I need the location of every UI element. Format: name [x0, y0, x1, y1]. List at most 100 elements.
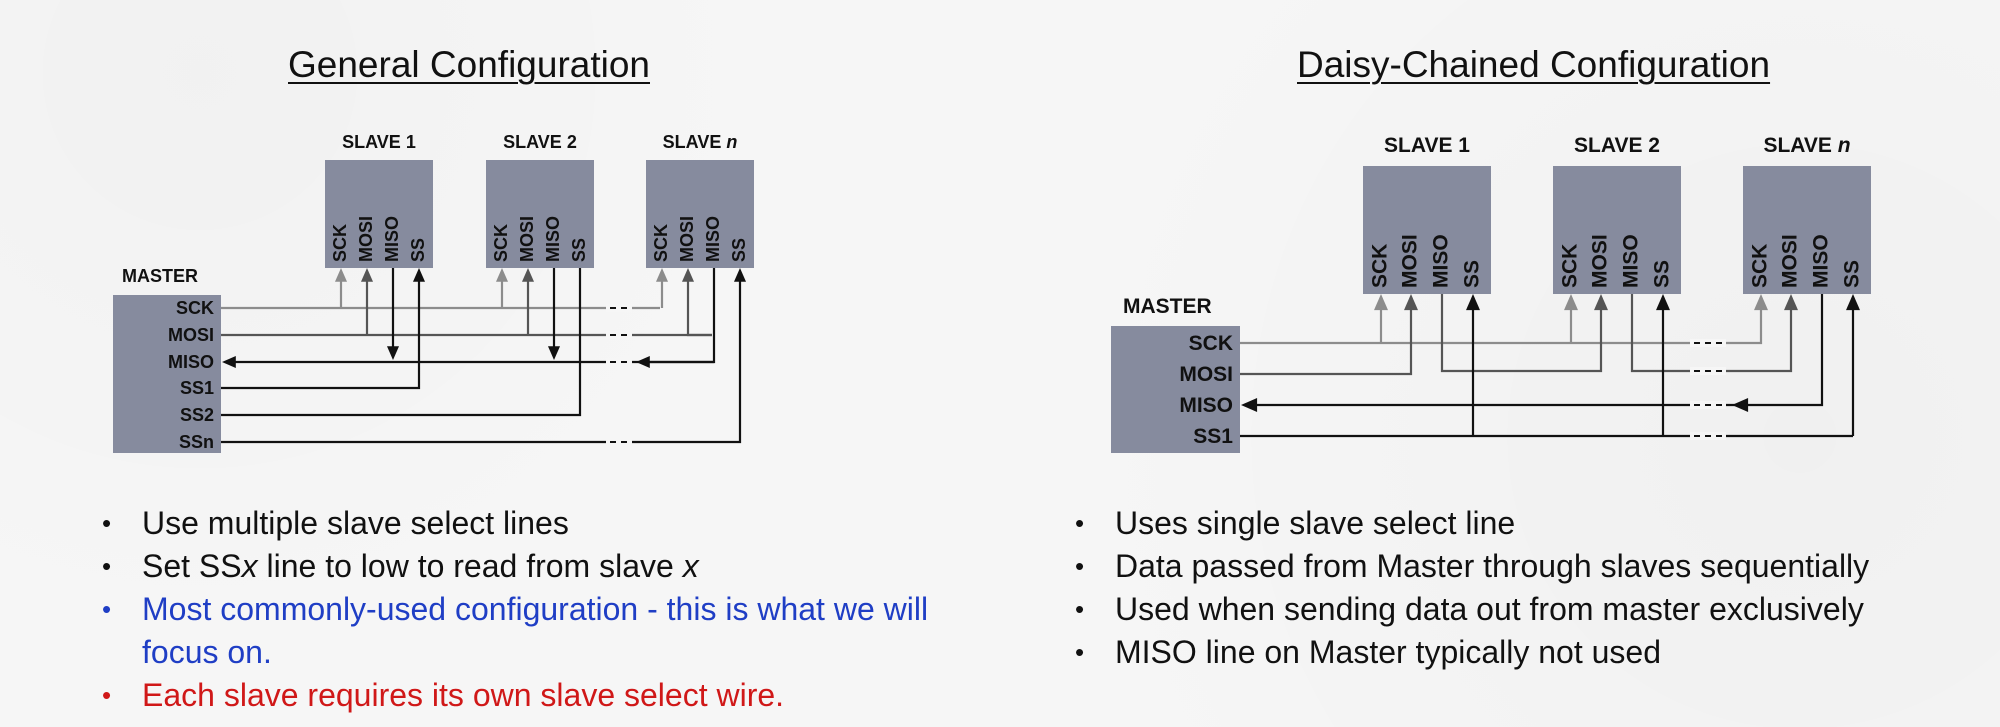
daisy-mosi-arrow-n [1784, 294, 1798, 311]
general-slave-2-pin-sck: SCK [491, 224, 511, 262]
general-ssn-gap [606, 438, 632, 446]
general-master-label: MASTER [122, 266, 198, 286]
general-slave-3-pin-ss: SS [729, 238, 749, 262]
daisy-bullet-2-text: Data passed from Master through slaves s… [1115, 548, 1870, 584]
general-slave-3-pin-miso: MISO [703, 216, 723, 262]
daisy-sck-arrow-1 [1374, 294, 1388, 311]
general-slave-3-title: SLAVE n [663, 132, 738, 152]
daisy-slave-3-pin-miso: MISO [1810, 234, 1833, 288]
daisy-bullet-1-text: Uses single slave select line [1115, 505, 1516, 541]
general-master-pin-ssn: SSn [179, 432, 214, 452]
general-slave-2-box [486, 160, 594, 268]
daisy-slave-2-pin-ss: SS [1651, 260, 1674, 288]
daisy-slave-3-pin-ss: SS [1841, 260, 1864, 288]
daisy-slave-2-box [1553, 166, 1681, 294]
general-slave-3-pin-sck: SCK [651, 224, 671, 262]
general-slave-2-title: SLAVE 2 [503, 132, 577, 152]
daisy-sck-arrow-3 [1754, 294, 1768, 311]
general-miso-drop-3 [650, 268, 716, 364]
daisy-bullet-3-text: Used when sending data out from master e… [1115, 591, 1864, 627]
general-slave-1-pin-mosi: MOSI [356, 216, 376, 262]
general-bullet-2-text: line to low to read from slave [257, 548, 683, 584]
daisy-slave-3-pin-mosi: MOSI [1779, 234, 1802, 288]
general-slave-1-box [325, 160, 433, 268]
general-ss1-arrow [413, 268, 425, 282]
daisy-ss-arrow-3 [1846, 294, 1860, 311]
daisy-master-pin-miso: MISO [1179, 394, 1233, 417]
daisy-miso-master-arrow [1241, 398, 1258, 412]
daisy-mosi-arrow-1 [1404, 294, 1418, 311]
general-slave-2-pin-miso: MISO [543, 216, 563, 262]
general-slave-2-pin-mosi: MOSI [517, 216, 537, 262]
daisy-ss-arrow-2 [1656, 294, 1670, 311]
daisy-slave-2-pin-miso: MISO [1620, 234, 1643, 288]
general-slave-1-pin-ss: SS [408, 238, 428, 262]
daisy-ss-arrow-1 [1466, 294, 1480, 311]
daisy-sck-drop-3 [1700, 306, 1763, 345]
general-miso-arrow-2 [548, 346, 560, 360]
general-ssn-line [221, 280, 742, 444]
daisy-master-pin-mosi: MOSI [1179, 363, 1233, 386]
general-bullet-4: Each slave requires its own slave select… [100, 674, 960, 717]
general-bullet-list: Use multiple slave select linesSet SSx l… [100, 502, 960, 717]
daisy-slave-1-pin-ss: SS [1461, 260, 1484, 288]
general-ssn-arrow [734, 268, 746, 282]
general-mosi-arrow-2 [522, 268, 534, 282]
daisy-slave-1-box [1363, 166, 1491, 294]
general-bullet-2-text: x [241, 548, 258, 584]
general-miso-master-arrow [222, 356, 236, 368]
daisy-chain-2-n [1630, 294, 1793, 373]
general-mosi-drop-3 [686, 280, 712, 337]
general-config-title: General Configuration [288, 44, 650, 85]
general-miso-gap [606, 358, 632, 366]
general-bullet-1-text: Use multiple slave select lines [142, 505, 569, 541]
daisy-slave-2-pin-sck: SCK [1559, 244, 1582, 288]
daisy-config-title: Daisy-Chained Configuration [1297, 44, 1771, 85]
general-slave-3-box [646, 160, 754, 268]
general-master-pin-sck: SCK [176, 298, 214, 318]
daisy-slave-3-box [1743, 166, 1871, 294]
general-slave-2-pin-ss: SS [569, 238, 589, 262]
general-slave-3-pin-mosi: MOSI [677, 216, 697, 262]
general-mosi-arrow-1 [361, 268, 373, 282]
daisy-master-pin-ss1: SS1 [1193, 425, 1233, 448]
general-mosi-gap [606, 331, 632, 339]
daisy-slave-3-pin-sck: SCK [1749, 244, 1772, 288]
daisy-slave-2-title: SLAVE 2 [1574, 134, 1660, 157]
daisy-miso-line [1254, 294, 1824, 407]
daisy-master-label: MASTER [1123, 295, 1212, 318]
general-bullet-2-text: x [682, 548, 699, 584]
daisy-master-pin-sck: SCK [1189, 332, 1233, 355]
daisy-slave-1-title: SLAVE 1 [1384, 134, 1470, 157]
general-bullet-3: Most commonly-used configuration - this … [100, 588, 960, 674]
general-master-pin-mosi: MOSI [168, 325, 214, 345]
daisy-slave-1-pin-miso: MISO [1430, 234, 1453, 288]
daisy-mosi-arrow-2 [1594, 294, 1608, 311]
general-bullet-4-text: Each slave requires its own slave select… [142, 677, 785, 713]
general-sck-arrow-2 [496, 268, 508, 282]
daisy-slave-2-pin-mosi: MOSI [1589, 234, 1612, 288]
general-mosi-arrow-3 [682, 268, 694, 282]
daisy-slave-1-pin-sck: SCK [1369, 244, 1392, 288]
daisy-slave-1-pin-mosi: MOSI [1399, 234, 1422, 288]
general-bullet-2: Set SSx line to low to read from slave x [100, 545, 960, 588]
general-master-pin-ss2: SS2 [180, 405, 214, 425]
general-miso-arrow-1 [387, 346, 399, 360]
general-slave-1-pin-miso: MISO [382, 216, 402, 262]
daisy-bullet-3: Used when sending data out from master e… [1073, 588, 1998, 631]
daisy-sck-arrow-2 [1564, 294, 1578, 311]
daisy-bullet-4-text: MISO line on Master typically not used [1115, 634, 1662, 670]
general-master-pin-ss1: SS1 [180, 378, 214, 398]
general-bullet-2-text: Set SS [142, 548, 242, 584]
general-slave-1-title: SLAVE 1 [342, 132, 416, 152]
general-sck-arrow-3 [656, 268, 668, 282]
daisy-master-box [1111, 326, 1240, 453]
general-master-pin-miso: MISO [168, 352, 214, 372]
daisy-bullet-1: Uses single slave select line [1073, 502, 1998, 545]
general-bullet-3-text: Most commonly-used configuration - this … [142, 591, 929, 670]
general-master-box [113, 295, 221, 453]
general-ss2-line [221, 268, 582, 417]
general-bullet-1: Use multiple slave select lines [100, 502, 960, 545]
daisy-bullet-2: Data passed from Master through slaves s… [1073, 545, 1998, 588]
